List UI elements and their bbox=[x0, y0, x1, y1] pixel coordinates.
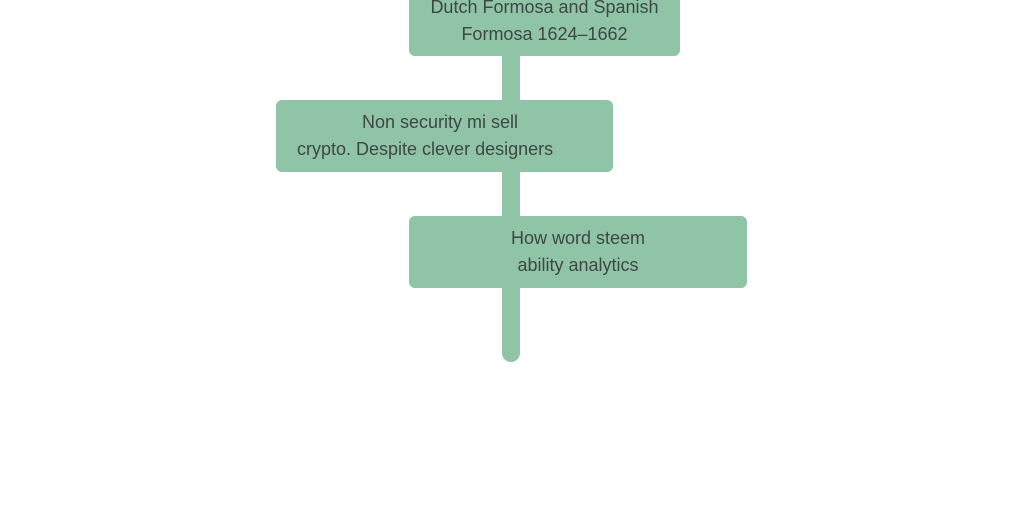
node-text-line-2: crypto. Despite clever designers bbox=[297, 139, 554, 159]
timeline-node-1: Dutch Formosa and Spanish Formosa 1624–1… bbox=[409, 0, 680, 56]
node-text-line-1: How word steem bbox=[510, 228, 646, 248]
timeline-node-2: Non security mi sell crypto. Despite cle… bbox=[276, 100, 613, 172]
node-text-line-1: Dutch Formosa and Spanish bbox=[430, 0, 659, 17]
timeline-node-3: How word steem ability analytics bbox=[409, 216, 747, 288]
node-text-line-2: Formosa 1624–1662 bbox=[461, 24, 628, 44]
node-text-line-1: Non security mi sell bbox=[362, 112, 519, 132]
node-text-line-2: ability analytics bbox=[517, 255, 639, 275]
